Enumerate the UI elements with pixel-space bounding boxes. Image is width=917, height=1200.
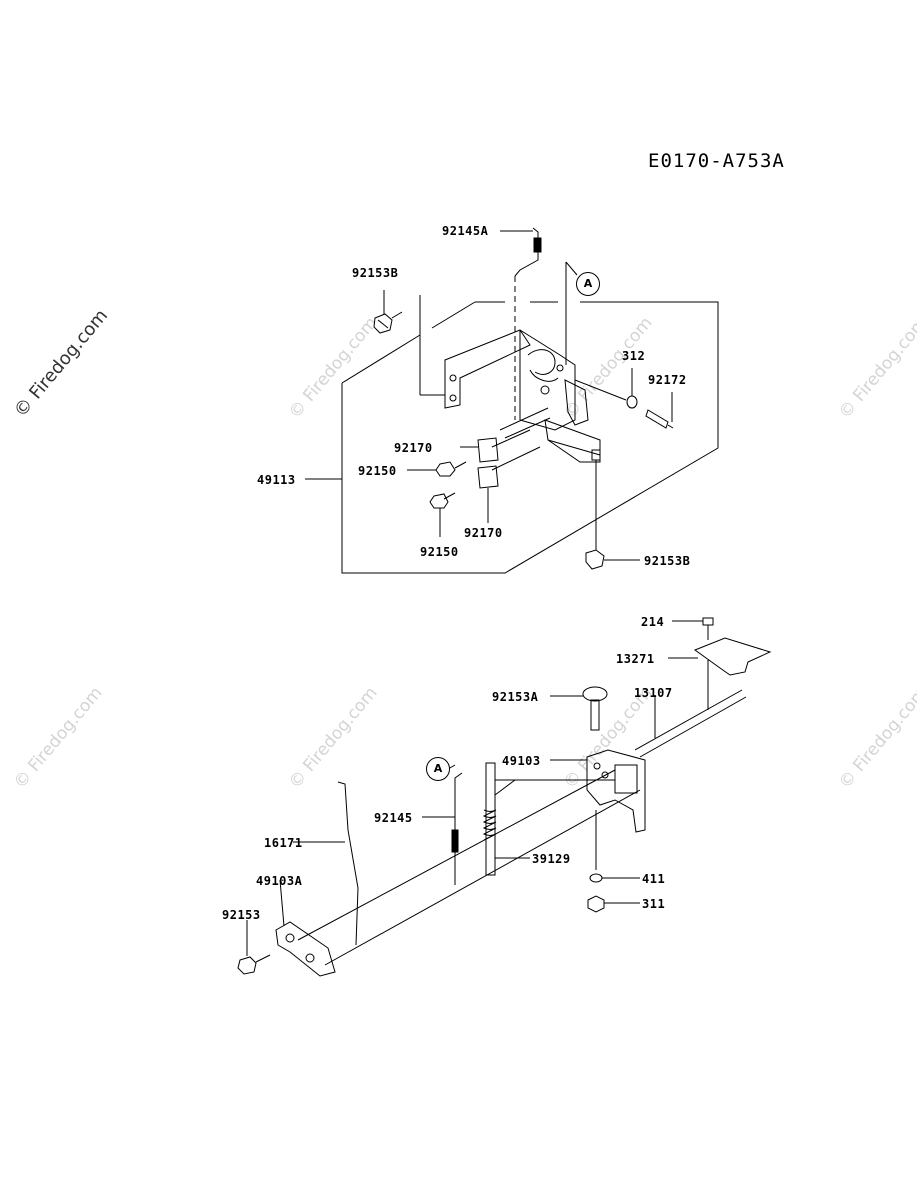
part-label-312: 312 [622, 349, 646, 363]
part-label-92153A: 92153A [492, 690, 539, 704]
part-label-49113: 49113 [257, 473, 296, 487]
part-label-49103: 49103 [502, 754, 541, 768]
part-label-92153: 92153 [222, 908, 261, 922]
diagram-code: E0170-A753A [648, 150, 785, 172]
callout-a-top: A [576, 272, 600, 296]
part-label-92145A: 92145A [442, 224, 489, 238]
part-label-92145: 92145 [374, 811, 413, 825]
part-label-92150-b: 92150 [420, 545, 459, 559]
part-label-16171: 16171 [264, 836, 303, 850]
part-label-214: 214 [641, 615, 665, 629]
part-label-311: 311 [642, 897, 666, 911]
part-label-92153B-bottom: 92153B [644, 554, 691, 568]
part-label-13271: 13271 [616, 652, 655, 666]
part-label-411: 411 [642, 872, 666, 886]
part-label-92170-b: 92170 [464, 526, 503, 540]
callout-a-bottom: A [426, 757, 450, 781]
part-label-92172: 92172 [648, 373, 687, 387]
part-label-39129: 39129 [532, 852, 571, 866]
part-label-49103A: 49103A [256, 874, 303, 888]
part-label-92153B-top: 92153B [352, 266, 399, 280]
part-label-92170-a: 92170 [394, 441, 433, 455]
part-label-92150-a: 92150 [358, 464, 397, 478]
part-label-13107: 13107 [634, 686, 673, 700]
